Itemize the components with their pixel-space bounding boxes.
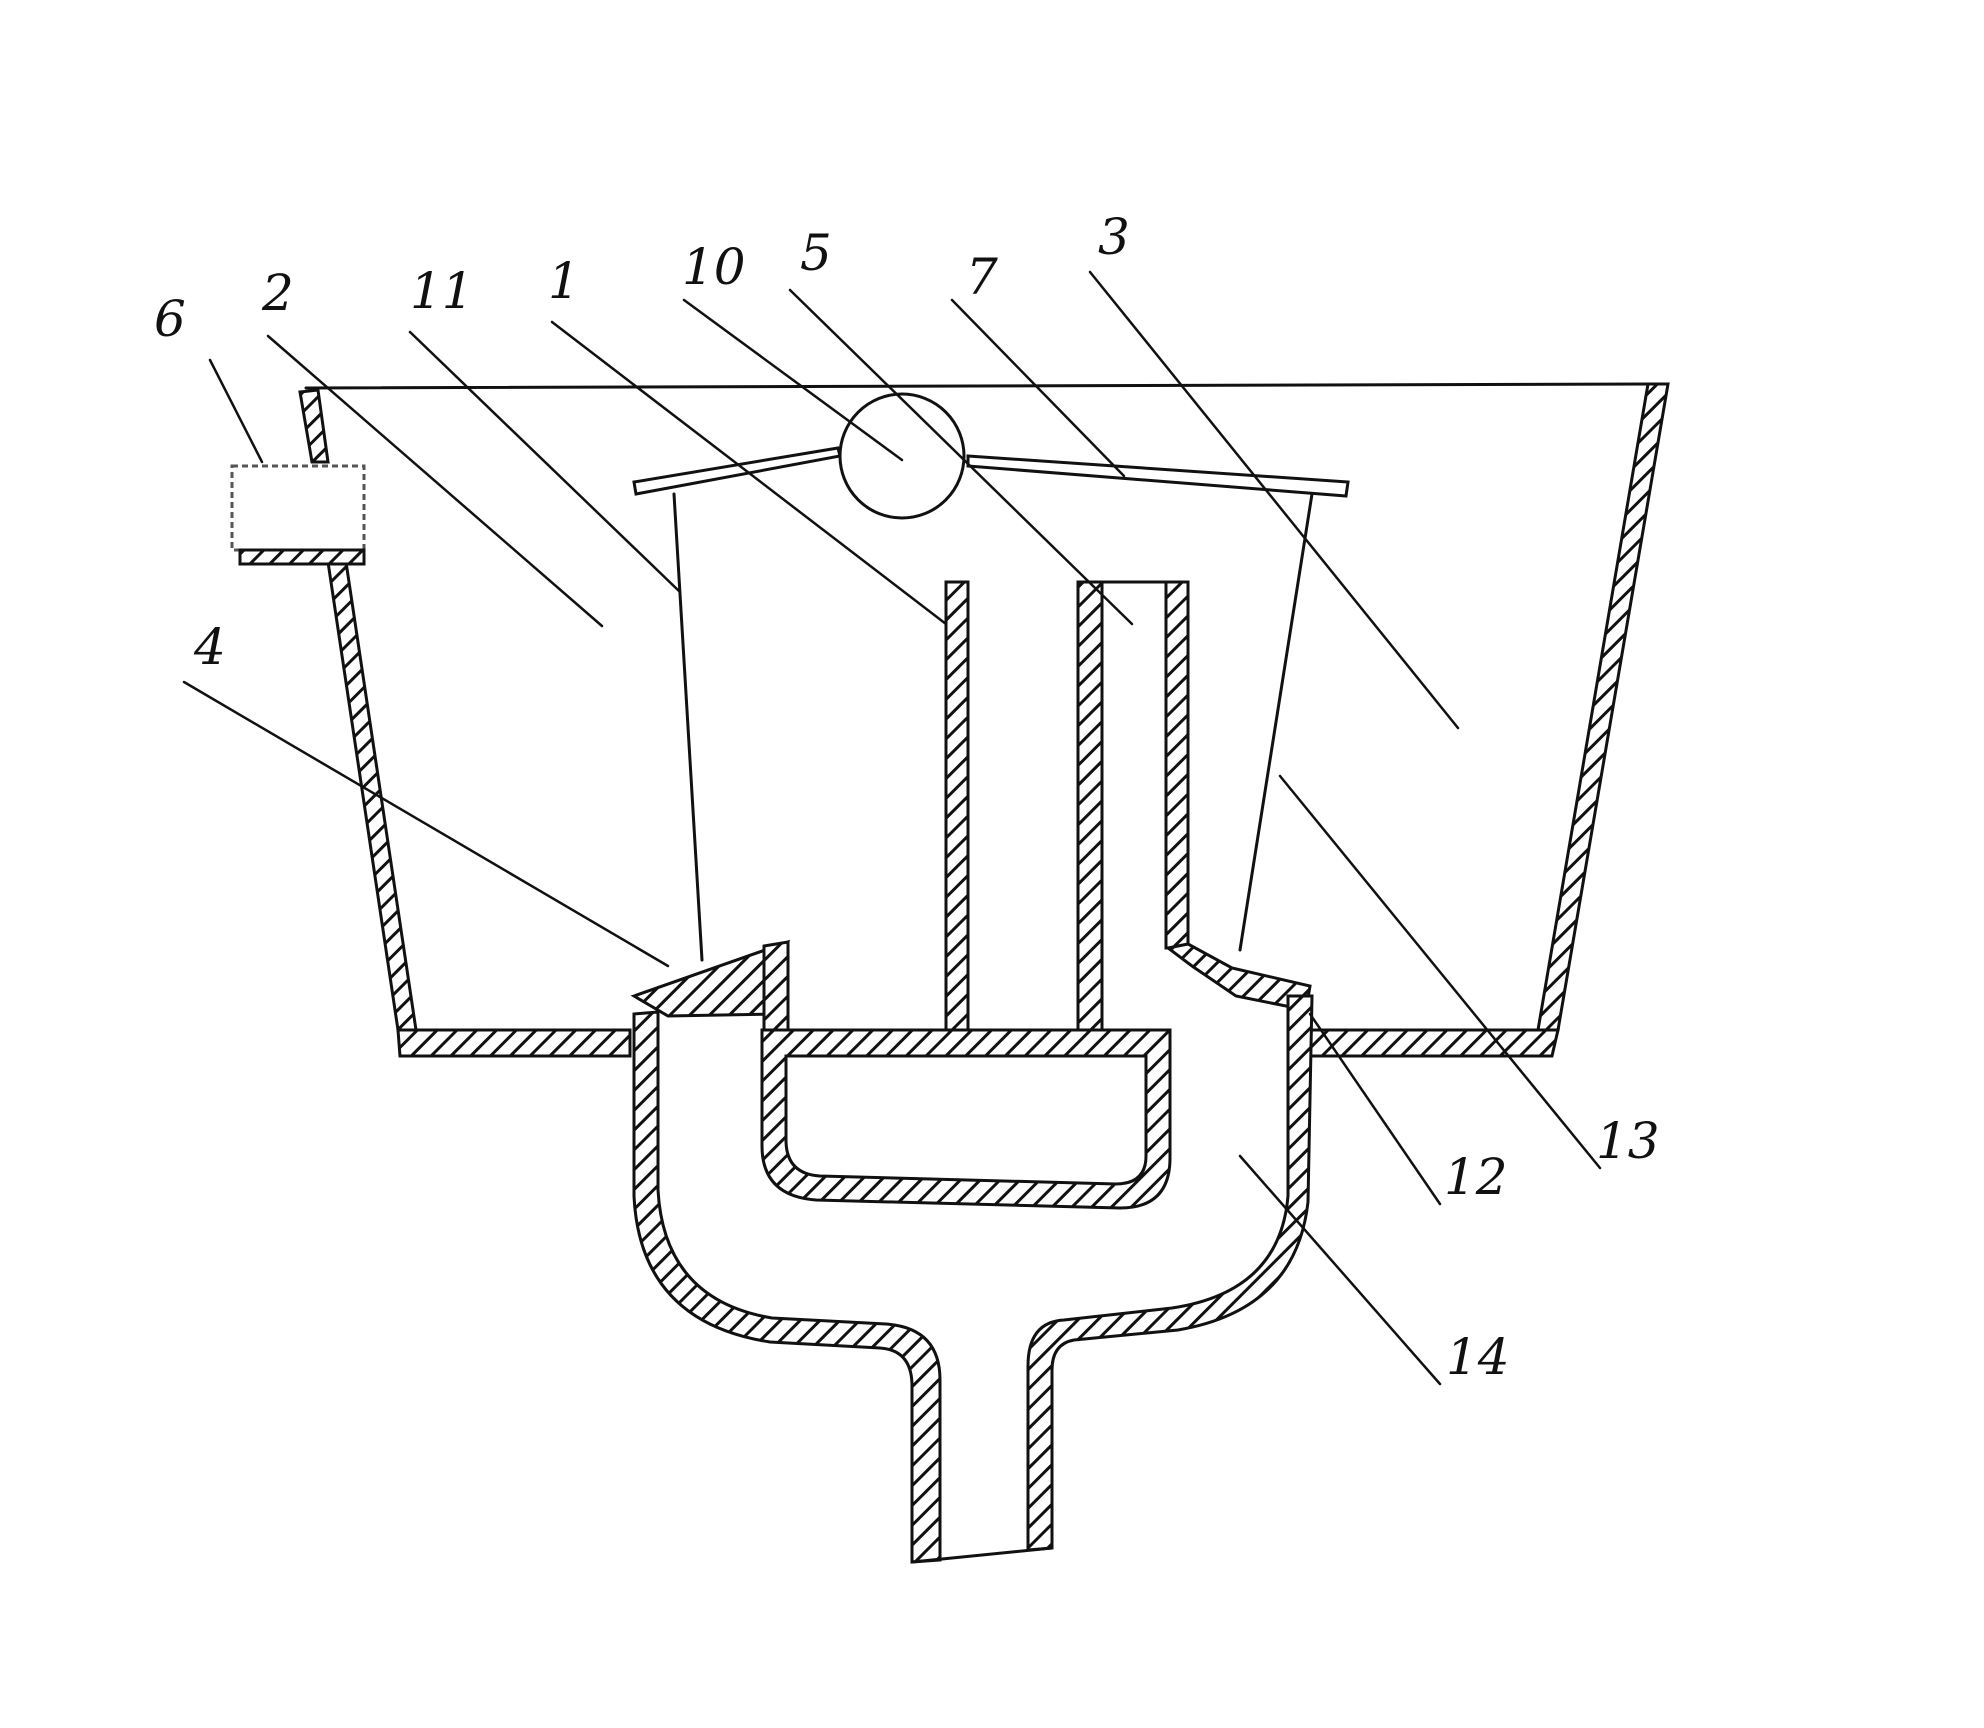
leader-10 bbox=[682, 298, 904, 462]
tank-outer bbox=[298, 382, 1670, 1058]
spout-left-inner-wall bbox=[762, 940, 790, 1032]
siphon-outer-wall bbox=[632, 1010, 942, 1564]
siphon-body bbox=[632, 940, 1314, 1564]
leader-3 bbox=[1088, 270, 1460, 730]
label-10: 10 bbox=[682, 238, 746, 296]
inlet-fitting bbox=[230, 464, 366, 566]
label-4: 4 bbox=[193, 618, 226, 676]
callout-labels: 6 2 11 1 10 5 7 3 4 12 13 14 bbox=[154, 208, 1660, 1386]
inner-cup bbox=[672, 492, 1314, 962]
label-5: 5 bbox=[800, 224, 832, 282]
leader-12 bbox=[1308, 1012, 1442, 1206]
lever-left bbox=[632, 446, 842, 496]
leader-7 bbox=[950, 298, 1126, 478]
leader-4 bbox=[182, 680, 670, 968]
tank-bottom-left bbox=[396, 1028, 632, 1058]
tube-middle-wall bbox=[1076, 580, 1104, 1032]
label-7: 7 bbox=[966, 248, 998, 306]
label-11: 11 bbox=[410, 262, 474, 320]
leader-13 bbox=[1278, 774, 1602, 1170]
inner-box-wall bbox=[760, 1028, 1172, 1210]
tank-left-wall bbox=[326, 560, 418, 1032]
float-ball bbox=[838, 392, 966, 520]
outlet-bottom bbox=[910, 1546, 1054, 1564]
fitting-base bbox=[238, 548, 366, 566]
tube-left-wall bbox=[944, 580, 970, 1032]
leader-2 bbox=[266, 334, 604, 628]
tank-top-rim bbox=[304, 382, 1668, 390]
label-1: 1 bbox=[548, 252, 580, 310]
tank-right-wall bbox=[1536, 382, 1670, 1032]
leader-6 bbox=[208, 358, 264, 464]
float-lever-assembly bbox=[632, 392, 1350, 520]
tank-left-wall-upper bbox=[298, 388, 330, 464]
leader-11 bbox=[408, 330, 682, 594]
label-12: 12 bbox=[1444, 1148, 1508, 1206]
cup-left-side bbox=[672, 492, 704, 962]
tank-bottom-right bbox=[1304, 1028, 1560, 1058]
label-14: 14 bbox=[1446, 1328, 1510, 1386]
central-tubes bbox=[944, 580, 1190, 1032]
fitting-box bbox=[230, 464, 366, 552]
tube-right-wall bbox=[1164, 580, 1190, 950]
leader-1 bbox=[550, 320, 948, 626]
leader-lines bbox=[182, 270, 1602, 1386]
inner-box bbox=[760, 1028, 1172, 1210]
cup-right-side bbox=[1238, 492, 1314, 952]
label-6: 6 bbox=[154, 290, 186, 348]
label-2: 2 bbox=[261, 264, 294, 322]
leader-14 bbox=[1238, 1154, 1442, 1386]
lever-right bbox=[966, 454, 1350, 498]
leader-5 bbox=[788, 288, 1134, 626]
label-3: 3 bbox=[1098, 208, 1130, 266]
label-13: 13 bbox=[1596, 1112, 1660, 1170]
